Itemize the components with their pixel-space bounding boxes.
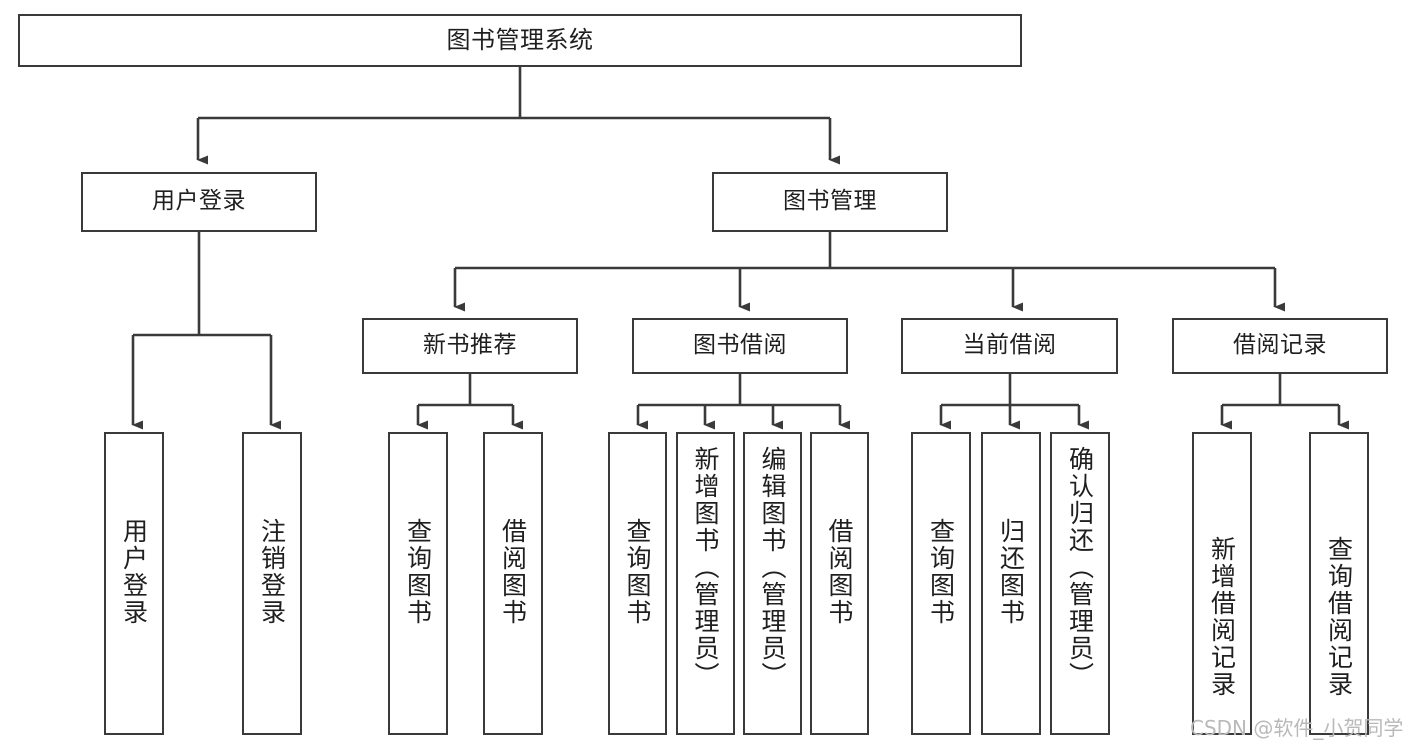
leaf-query-book-2[interactable]: 查询图书: [608, 432, 667, 735]
leaf-edit-book-label: 编辑图书（管理员）: [758, 446, 787, 689]
node-borrow-record[interactable]: 借阅记录: [1172, 318, 1388, 374]
node-book-borrow-label: 图书借阅: [693, 332, 787, 359]
leaf-logout-login-label: 注销登录: [257, 518, 287, 626]
leaf-user-login-label: 用户登录: [119, 518, 149, 626]
leaf-logout-login[interactable]: 注销登录: [242, 432, 302, 735]
leaf-add-book[interactable]: 新增图书（管理员）: [676, 432, 735, 735]
node-book-manage[interactable]: 图书管理: [712, 172, 948, 232]
leaf-query-book-1-label: 查询图书: [403, 518, 433, 626]
leaf-user-login[interactable]: 用户登录: [104, 432, 164, 735]
leaf-add-record-label: 新增借阅记录: [1207, 536, 1237, 698]
leaf-confirm-return[interactable]: 确认归还（管理员）: [1050, 432, 1110, 735]
node-borrow-record-label: 借阅记录: [1233, 332, 1327, 359]
leaf-add-record[interactable]: 新增借阅记录: [1192, 432, 1252, 735]
leaf-query-record-label: 查询借阅记录: [1324, 536, 1354, 698]
leaf-query-book-2-label: 查询图书: [623, 518, 652, 626]
node-root-label: 图书管理系统: [446, 26, 594, 55]
leaf-borrow-book-1[interactable]: 借阅图书: [483, 432, 543, 735]
leaf-borrow-book-1-label: 借阅图书: [498, 518, 528, 626]
csdn-watermark: CSDN @软件_小贺同学: [1190, 716, 1404, 740]
leaf-query-book-3[interactable]: 查询图书: [911, 432, 971, 735]
leaf-confirm-return-label: 确认归还（管理员）: [1065, 446, 1095, 689]
leaf-return-book-label: 归还图书: [996, 518, 1026, 626]
node-new-book-recommend-label: 新书推荐: [423, 332, 517, 359]
leaf-borrow-book-2-label: 借阅图书: [825, 518, 854, 626]
node-current-borrow[interactable]: 当前借阅: [901, 318, 1118, 374]
leaf-query-book-1[interactable]: 查询图书: [388, 432, 448, 735]
node-user-login[interactable]: 用户登录: [81, 172, 317, 232]
leaf-add-book-label: 新增图书（管理员）: [691, 446, 720, 689]
leaf-query-record[interactable]: 查询借阅记录: [1309, 432, 1369, 735]
leaf-query-book-3-label: 查询图书: [926, 518, 956, 626]
node-book-manage-label: 图书管理: [783, 188, 877, 215]
node-new-book-recommend[interactable]: 新书推荐: [362, 318, 578, 374]
leaf-edit-book[interactable]: 编辑图书（管理员）: [743, 432, 802, 735]
leaf-return-book[interactable]: 归还图书: [981, 432, 1041, 735]
node-book-borrow[interactable]: 图书借阅: [632, 318, 848, 374]
node-user-login-label: 用户登录: [152, 188, 246, 215]
node-current-borrow-label: 当前借阅: [962, 332, 1057, 359]
node-root[interactable]: 图书管理系统: [18, 14, 1022, 67]
leaf-borrow-book-2[interactable]: 借阅图书: [810, 432, 869, 735]
